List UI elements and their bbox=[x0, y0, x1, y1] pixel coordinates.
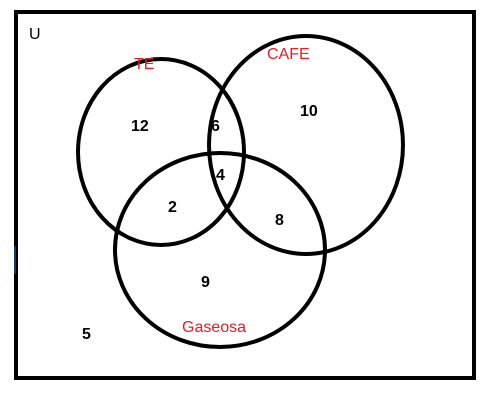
cafe-label: CAFE bbox=[267, 46, 310, 63]
te-label: TE bbox=[134, 56, 154, 73]
region-te-cafe: 6 bbox=[211, 118, 220, 135]
gaseosa-label: Gaseosa bbox=[182, 319, 246, 336]
universe-label: U bbox=[29, 26, 41, 43]
region-all-three: 4 bbox=[216, 167, 225, 184]
gaseosa-circle bbox=[113, 151, 327, 349]
region-outside: 5 bbox=[82, 326, 91, 343]
universe-frame bbox=[14, 10, 476, 380]
region-cafe-gaseosa: 8 bbox=[275, 212, 284, 229]
te-circle bbox=[76, 57, 246, 247]
region-gaseosa-only: 9 bbox=[201, 274, 210, 291]
region-te-only: 12 bbox=[131, 118, 149, 135]
region-cafe-only: 10 bbox=[300, 103, 318, 120]
region-te-gaseosa: 2 bbox=[168, 199, 177, 216]
cafe-circle bbox=[207, 34, 405, 256]
